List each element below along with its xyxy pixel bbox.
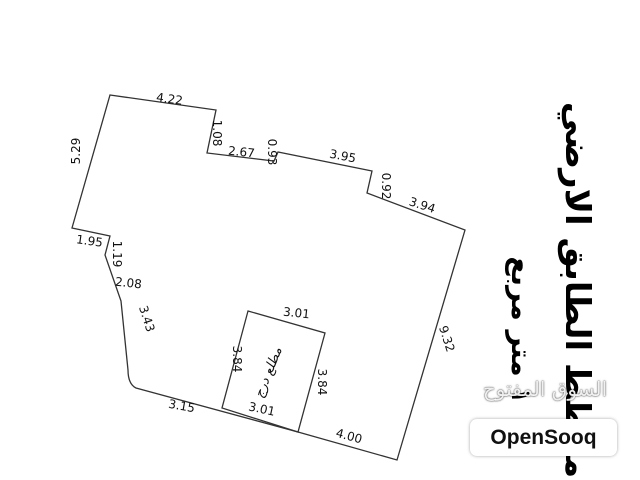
dimension-label: 3.43 [136, 304, 158, 334]
dimension-label: 4.00 [334, 426, 363, 446]
dimension-label: 1.08 [210, 120, 224, 147]
plan-area: ١ متر مربع [505, 256, 538, 403]
dimension-label: 3.01 [247, 399, 276, 418]
dimension-label: 0.92 [379, 173, 393, 200]
stair-room-label: مطلع درج [252, 345, 286, 400]
dimension-label: 1.19 [110, 241, 124, 268]
dimension-label: 3.01 [282, 305, 310, 322]
dimension-label: 2.08 [114, 275, 142, 292]
dimension-label: 4.22 [155, 90, 183, 108]
plot-outline [71, 94, 466, 461]
opensooq-arabic-watermark: السوق المفتوح [482, 377, 608, 401]
dimension-label: 3.84 [315, 369, 329, 396]
stair-room-outline [221, 310, 326, 433]
dimension-label: 3.94 [407, 194, 437, 216]
dimension-label: 5.29 [69, 138, 83, 165]
dimension-label: 9.32 [436, 324, 458, 354]
dimension-label: 3.95 [328, 147, 357, 166]
dimension-label: 3.15 [167, 397, 196, 415]
dimension-label: 3.84 [230, 346, 244, 373]
dimension-label: 0.93 [265, 139, 279, 166]
plan-title: مخطط الطابق الارضي [557, 102, 597, 478]
opensooq-logo-badge: OpenSooq [470, 419, 617, 456]
dimension-label: 1.95 [75, 232, 103, 250]
dimension-label: 2.67 [227, 144, 255, 161]
